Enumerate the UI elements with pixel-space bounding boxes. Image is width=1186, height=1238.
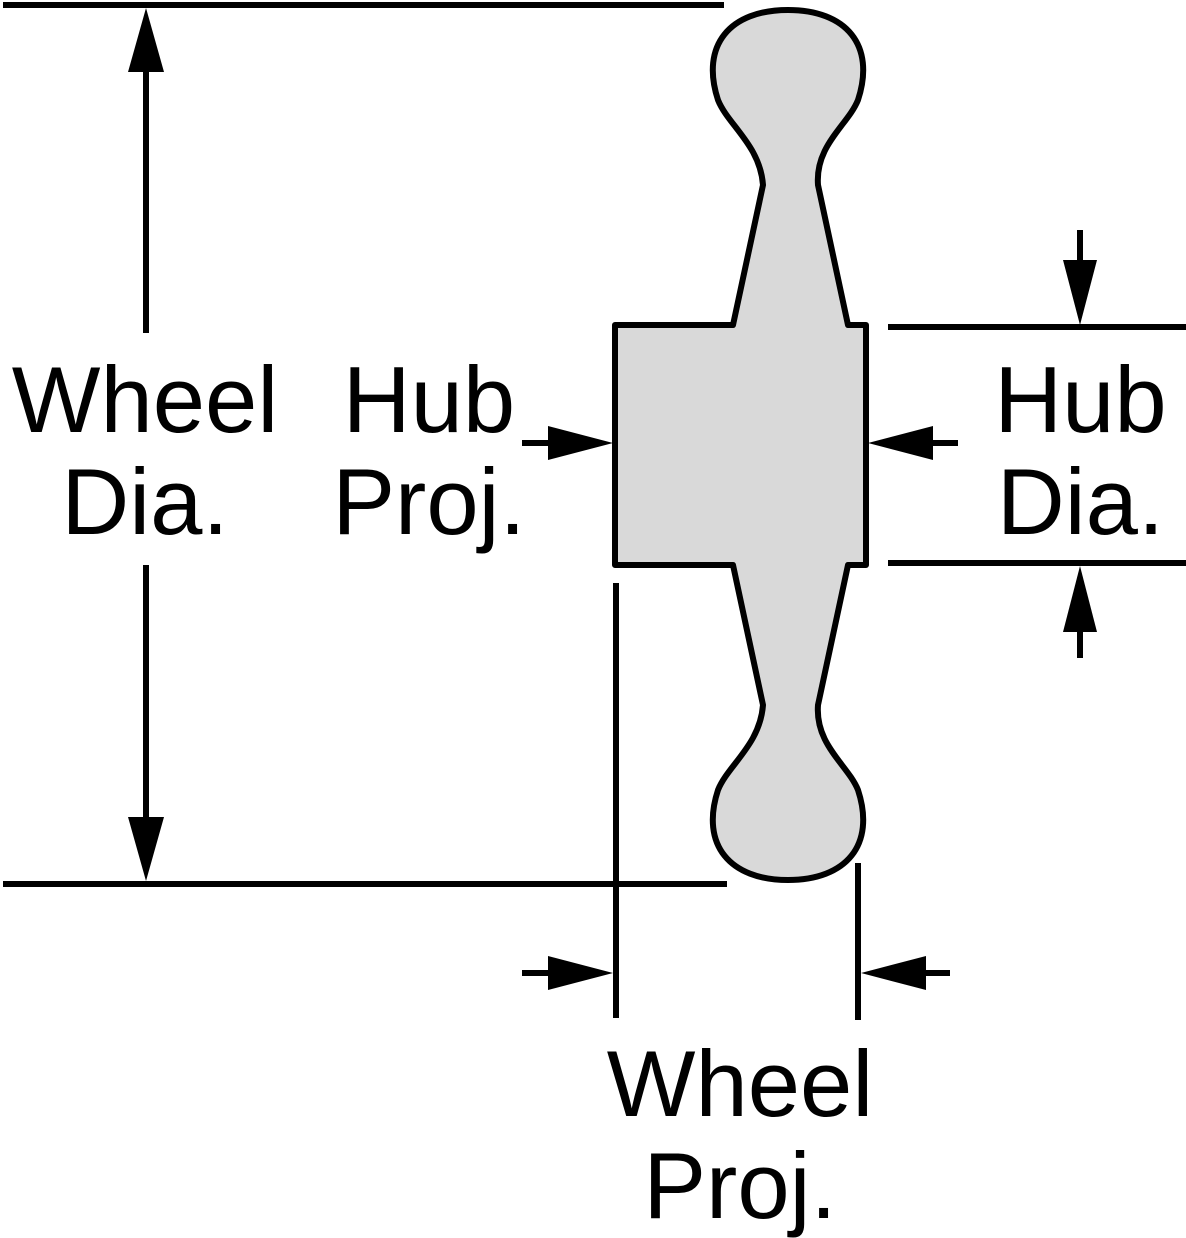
wheel-cross-section	[612, 7, 869, 883]
wheel-dia-label-line2: Dia.	[61, 449, 229, 554]
wheel-dia-label-line1: Wheel	[11, 347, 279, 452]
hub-proj-label-line2: Proj.	[332, 449, 526, 554]
wheel-dia-label: Wheel Dia.	[0, 349, 290, 553]
wheel-dia-arrow-up-icon	[128, 8, 164, 72]
hub-proj-label: Hub Proj.	[318, 349, 540, 553]
hub-dia-label-line2: Dia.	[996, 449, 1165, 554]
hub-dia-label: Hub Dia.	[975, 349, 1186, 553]
wheel-proj-label-line1: Wheel	[606, 1031, 874, 1136]
hub-proj-label-line1: Hub	[342, 347, 516, 452]
hub-dia-label-line1: Hub	[994, 347, 1167, 452]
hub-proj-arrow-right-icon	[548, 426, 613, 460]
wheel-proj-label: Wheel Proj.	[590, 1033, 890, 1237]
hub-dia-arrow-down-icon	[1063, 260, 1097, 325]
wheel-proj-arrow-left-icon	[861, 956, 926, 990]
wheel-dia-arrow-down-icon	[128, 817, 164, 881]
wheel-proj-label-line2: Proj.	[643, 1133, 837, 1238]
hub-proj-arrow-left-icon	[868, 426, 933, 460]
wheel-proj-arrow-right-icon	[548, 956, 613, 990]
hub-dia-arrow-up-icon	[1063, 566, 1097, 632]
